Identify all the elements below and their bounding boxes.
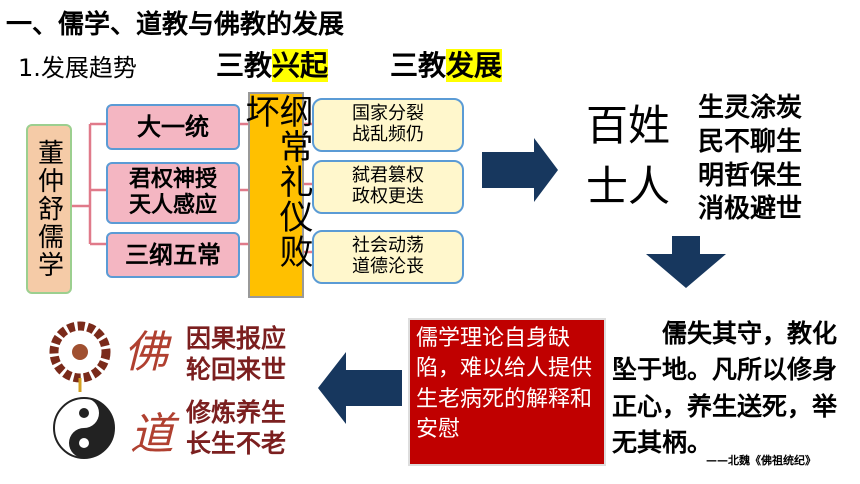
people-state-item: 消极避世 (698, 194, 803, 225)
people-state-item: 明哲保生 (698, 160, 803, 191)
branch-divine-right: 君权神授 天人感应 (106, 162, 240, 224)
trend-develop-prefix: 三教 (390, 49, 447, 82)
branch-divine-right-label: 君权神授 天人感应 (128, 166, 217, 218)
trend-rise: 三教兴起 (216, 44, 329, 84)
buddhism-point: 因果报应 (186, 324, 287, 353)
trend-develop-highlight: 发展 (446, 49, 503, 82)
effect-unrest-label: 社会动荡 道德沦丧 (352, 235, 424, 277)
yin-yang-icon (53, 397, 115, 459)
taoism-point: 长生不老 (186, 428, 287, 458)
effect-usurpation-label: 弑君篡权 政权更迭 (352, 165, 424, 207)
effect-usurpation: 弑君篡权 政权更迭 (312, 160, 464, 214)
branch-three-bonds-label: 三纲五常 (125, 240, 221, 269)
arrow-right-icon (482, 138, 558, 202)
effect-unrest: 社会动荡 道德沦丧 (312, 230, 464, 284)
quote-source: ——北魏《佛祖统纪》 (706, 454, 816, 467)
confucian-defect-box: 儒学理论自身缺陷，难以给人提供生老病死的解释和安慰 (408, 318, 606, 466)
branch-three-bonds: 三纲五常 (106, 232, 240, 278)
page-title: 一、儒学、道教与佛教的发展 (6, 10, 345, 40)
collapse-label: 纲常礼仪败坏 (239, 94, 313, 269)
collapse-box: 纲常礼仪败坏 (239, 92, 313, 298)
trend-rise-highlight: 兴起 (272, 49, 329, 82)
people-state-list: 生灵涂炭 民不聊生 明哲保生 消极避世 (698, 92, 802, 227)
people-state-item: 民不聊生 (698, 126, 803, 157)
buddhism-point: 轮回来世 (186, 354, 287, 384)
taoism-points: 修炼养生 长生不老 (186, 398, 286, 459)
buddhism-char: 佛 (124, 327, 168, 378)
effect-division-label: 国家分裂 战乱频仍 (352, 103, 424, 145)
historical-quote: 儒失其守，教化坠于地。凡所以修身正心，养生送死，举无其柄。 (612, 316, 844, 461)
effect-division: 国家分裂 战乱频仍 (312, 98, 464, 152)
taoism-char: 道 (130, 409, 174, 460)
arrow-down-icon (646, 236, 726, 288)
people-state-item: 生灵涂炭 (698, 93, 803, 123)
dongzhongshu-box: 董仲舒儒学 (26, 124, 72, 294)
trend-develop: 三教发展 (390, 44, 503, 84)
dongzhongshu-label: 董仲舒儒学 (33, 139, 64, 279)
branch-unity: 大一统 (106, 104, 240, 150)
historical-quote-text: 儒失其守，教化坠于地。凡所以修身正心，养生送死，举无其柄。 (612, 319, 838, 457)
buddhism-points: 因果报应 轮回来世 (186, 324, 286, 385)
trend-rise-prefix: 三教 (216, 49, 273, 82)
branch-unity-label: 大一统 (137, 112, 209, 141)
prayer-beads-icon (49, 321, 111, 392)
section-subtitle: 1.发展趋势 (18, 54, 137, 82)
people-label: 百姓 士人 (586, 101, 671, 211)
arrow-left-icon (318, 352, 402, 424)
taoism-point: 修炼养生 (186, 398, 287, 427)
